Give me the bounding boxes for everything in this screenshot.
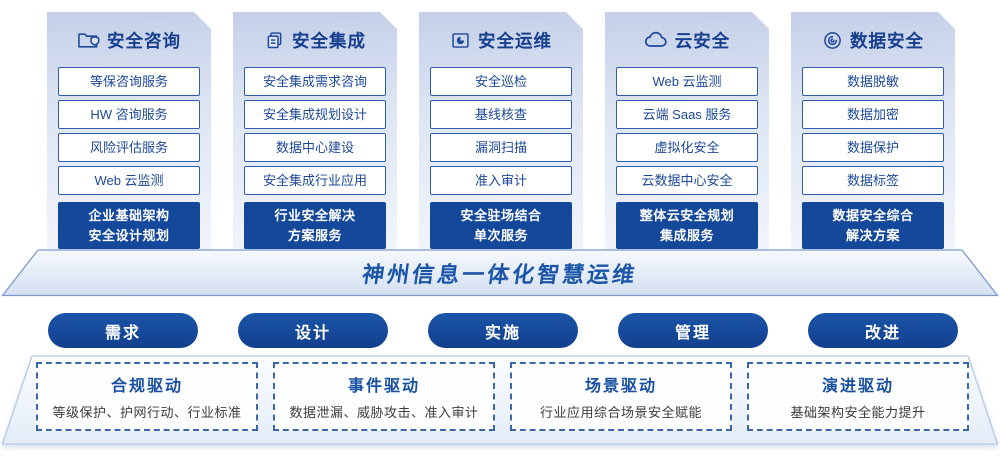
process-pill-demand: 需求 xyxy=(48,313,198,348)
banner-title: 神州信息一体化智慧运维 xyxy=(360,262,640,287)
service-item: 风险评估服务 xyxy=(58,133,200,162)
service-item: Web 云监测 xyxy=(616,67,758,96)
column-title: 安全咨询 xyxy=(107,30,181,51)
driver-box-compliance: 合规驱动 等级保护、护网行动、行业标准 xyxy=(36,362,258,431)
highlight-box: 行业安全解决 方案服务 xyxy=(244,202,386,249)
service-item: 数据脱敏 xyxy=(802,67,944,96)
driver-box-incident: 事件驱动 数据泄漏、威胁攻击、准入审计 xyxy=(273,362,495,431)
driver-desc: 数据泄漏、威胁攻击、准入审计 xyxy=(289,405,479,420)
service-item: 数据加密 xyxy=(802,100,944,129)
column-security-operations: 安全运维 安全巡检 基线核查 漏洞扫描 准入审计 安全驻场结合 单次服务 xyxy=(419,12,583,252)
highlight-line: 数据安全综合 xyxy=(832,208,914,223)
driver-title: 演进驱动 xyxy=(821,378,894,395)
cloud-icon xyxy=(644,30,668,50)
service-item: 安全集成行业应用 xyxy=(244,166,386,195)
service-item: 基线核查 xyxy=(430,100,572,129)
service-item: 数据标签 xyxy=(802,166,944,195)
column-title: 云安全 xyxy=(674,30,731,51)
driver-title: 场景驱动 xyxy=(584,378,657,395)
highlight-line: 整体云安全规划 xyxy=(639,208,735,223)
column-data-security: 数据安全 数据脱敏 数据加密 数据保护 数据标签 数据安全综合 解决方案 xyxy=(791,12,955,252)
column-cloud-security: 云安全 Web 云监测 云端 Saas 服务 虚拟化安全 云数据中心安全 整体云… xyxy=(605,12,769,252)
column-header: 安全咨询 xyxy=(47,25,211,55)
column-header: 数据安全 xyxy=(791,25,955,55)
highlight-line: 行业安全解决 xyxy=(274,208,356,223)
process-pill-improve: 改进 xyxy=(808,313,958,348)
process-pill-implement: 实施 xyxy=(428,313,578,348)
service-item: 数据保护 xyxy=(802,133,944,162)
column-header: 安全集成 xyxy=(233,25,397,55)
column-title: 安全运维 xyxy=(478,30,552,51)
driver-box-evolution: 演进驱动 基础架构安全能力提升 xyxy=(747,362,969,431)
banner-platform-shape xyxy=(1,249,999,297)
folder-shield-icon xyxy=(77,30,100,50)
column-security-consulting: 安全咨询 等保咨询服务 HW 咨询服务 风险评估服务 Web 云监测 企业基础架… xyxy=(47,12,211,252)
driver-desc: 基础架构安全能力提升 xyxy=(790,405,926,420)
service-item: 漏洞扫描 xyxy=(430,133,572,162)
service-item: Web 云监测 xyxy=(58,166,200,195)
highlight-box: 数据安全综合 解决方案 xyxy=(802,202,944,249)
documents-icon xyxy=(264,30,285,51)
highlight-box: 整体云安全规划 集成服务 xyxy=(616,202,758,249)
column-header: 安全运维 xyxy=(419,25,583,55)
column-header: 云安全 xyxy=(605,25,769,55)
service-item: 虚拟化安全 xyxy=(616,133,758,162)
folder-chart-icon xyxy=(450,30,471,51)
fingerprint-icon xyxy=(822,30,843,51)
driver-title: 事件驱动 xyxy=(347,378,420,395)
service-item: 云数据中心安全 xyxy=(616,166,758,195)
highlight-line: 企业基础架构 xyxy=(88,208,170,223)
service-item: 安全集成规划设计 xyxy=(244,100,386,129)
column-title: 安全集成 xyxy=(292,30,366,51)
process-pill-design: 设计 xyxy=(238,313,388,348)
column-title: 数据安全 xyxy=(850,30,924,51)
service-item: 准入审计 xyxy=(430,166,572,195)
driver-box-scenario: 场景驱动 行业应用综合场景安全赋能 xyxy=(510,362,732,431)
service-item: 安全巡检 xyxy=(430,67,572,96)
service-item: HW 咨询服务 xyxy=(58,100,200,129)
highlight-box: 企业基础架构 安全设计规划 xyxy=(58,202,200,249)
service-item: 数据中心建设 xyxy=(244,133,386,162)
highlight-line: 方案服务 xyxy=(287,227,342,243)
service-item: 安全集成需求咨询 xyxy=(244,67,386,96)
driver-desc: 等级保护、护网行动、行业标准 xyxy=(52,405,242,420)
driver-desc: 行业应用综合场景安全赋能 xyxy=(539,405,702,420)
highlight-line: 安全设计规划 xyxy=(88,227,170,243)
service-item: 等保咨询服务 xyxy=(58,67,200,96)
highlight-box: 安全驻场结合 单次服务 xyxy=(430,202,572,249)
highlight-line: 集成服务 xyxy=(659,227,714,243)
driver-title: 合规驱动 xyxy=(110,378,183,395)
service-item: 云端 Saas 服务 xyxy=(616,100,758,129)
highlight-line: 解决方案 xyxy=(845,227,900,243)
highlight-line: 单次服务 xyxy=(473,227,528,243)
process-pill-manage: 管理 xyxy=(618,313,768,348)
column-security-integration: 安全集成 安全集成需求咨询 安全集成规划设计 数据中心建设 安全集成行业应用 行… xyxy=(233,12,397,252)
highlight-line: 安全驻场结合 xyxy=(460,208,542,223)
